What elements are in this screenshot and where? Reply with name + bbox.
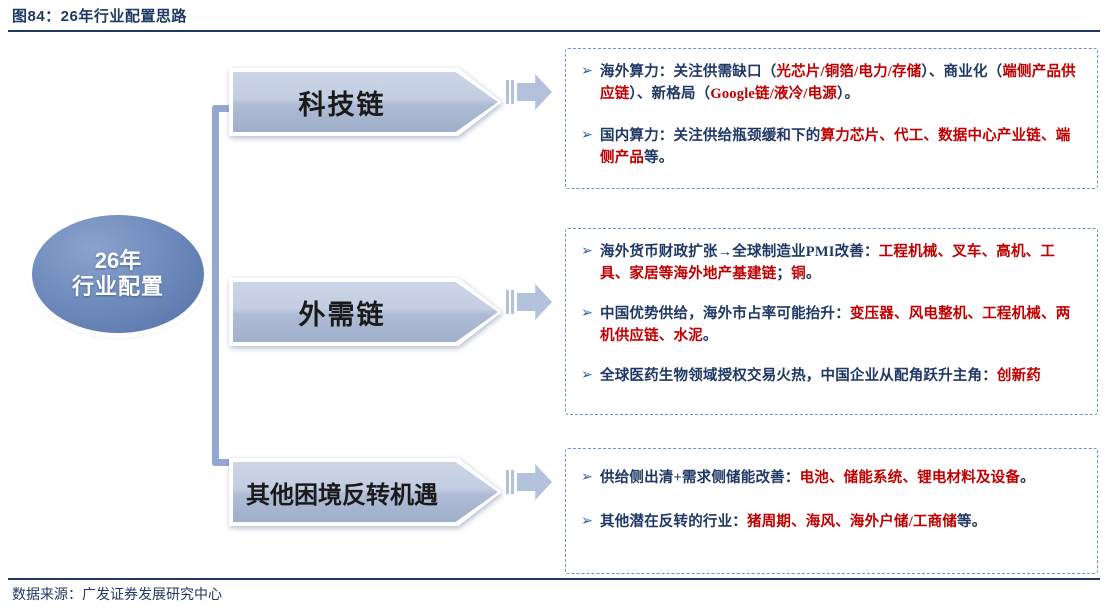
right-arrow-icon-other bbox=[506, 462, 552, 502]
bullet-row: ➢ 海外算力：关注供需缺口（光芯片/铜箔/电力/存储）、商业化（端侧产品供应链）、… bbox=[578, 61, 1083, 105]
bullet-text: 海外算力：关注供需缺口（光芯片/铜箔/电力/存储）、商业化（端侧产品供应链）、新… bbox=[600, 61, 1083, 105]
chevron-text-other: 其他困境反转机遇 bbox=[246, 482, 438, 509]
arrow-head bbox=[517, 464, 552, 500]
highlight-text: 工程机械、叉车、高机、工具、家居等海外地产基建链 bbox=[600, 244, 1056, 282]
page-title: 图84：26年行业配置思路 bbox=[12, 8, 187, 25]
arrow-bar-2 bbox=[511, 80, 514, 104]
highlight-text: 光芯片/铜箔/电力/存储 bbox=[776, 64, 922, 80]
bullet-arrow-icon: ➢ bbox=[581, 306, 593, 321]
chevron-label-demand[interactable]: 外需链 bbox=[229, 278, 502, 346]
arrow-head bbox=[517, 74, 552, 110]
plain-text: 国内算力：关注供给瓶颈缓和下的 bbox=[600, 128, 821, 144]
plain-text: ）。 bbox=[837, 86, 860, 102]
plain-text: 海外货币财政扩张→全球制造业PMI改善： bbox=[600, 244, 879, 260]
arrow-bar-1 bbox=[506, 470, 509, 494]
highlight-text: 变压器、风电整机、工程机械、两机供应链、水泥 bbox=[600, 306, 1071, 344]
chevron-shape bbox=[233, 282, 498, 342]
bullet-row: ➢ 海外货币财政扩张→全球制造业PMI改善：工程机械、叉车、高机、工具、家居等海外… bbox=[578, 241, 1083, 285]
highlight-text: 铜 bbox=[791, 266, 806, 282]
chevron-text-demand: 外需链 bbox=[298, 299, 386, 330]
bullet-text: 全球医药生物领域授权交易火热，中国企业从配角跃升主角：创新药 bbox=[600, 365, 1083, 387]
chevron-label-tech[interactable]: 科技链 bbox=[229, 68, 502, 136]
bullet-row: ➢ 供给侧出清+需求侧储能改善：电池、储能系统、锂电材料及设备。 bbox=[578, 467, 1083, 489]
plain-text: 供给侧出清+需求侧储能改善： bbox=[600, 470, 800, 486]
arrow-bar-2 bbox=[511, 290, 514, 314]
root-node-industry-allocation: 26年 行业配置 bbox=[32, 215, 204, 333]
footer-divider bbox=[8, 578, 1100, 580]
plain-text: 。 bbox=[805, 266, 821, 282]
bullet-arrow-icon: ➢ bbox=[581, 514, 593, 529]
bullet-arrow-icon: ➢ bbox=[581, 128, 593, 143]
highlight-text: 创新药 bbox=[996, 368, 1042, 384]
plain-text: 等。 bbox=[957, 514, 987, 530]
bullet-row: ➢ 中国优势供给，海外市占率可能抬升：变压器、风电整机、工程机械、两机供应链、水泥… bbox=[578, 303, 1083, 347]
bullet-row: ➢ 其他潜在反转的行业：猪周期、海风、海外户储/工商储等。 bbox=[578, 511, 1083, 533]
arrow-bar-1 bbox=[506, 290, 509, 314]
highlight-text: 算力芯片、代工、数据中心产业链、端侧产品 bbox=[600, 128, 1071, 166]
content-box-tech: ➢ 海外算力：关注供需缺口（光芯片/铜箔/电力/存储）、商业化（端侧产品供应链）、… bbox=[565, 48, 1098, 189]
bullet-text: 海外货币财政扩张→全球制造业PMI改善：工程机械、叉车、高机、工具、家居等海外地… bbox=[600, 241, 1083, 285]
bullet-row: ➢ 全球医药生物领域授权交易火热，中国企业从配角跃升主角：创新药 bbox=[578, 365, 1083, 387]
source-note: 数据来源：广发证券发展研究中心 bbox=[12, 588, 222, 603]
bullet-arrow-icon: ➢ bbox=[581, 64, 593, 79]
chevron-text-tech: 科技链 bbox=[298, 89, 386, 120]
plain-text: 海外算力：关注供需缺口（ bbox=[600, 64, 777, 80]
bullet-arrow-icon: ➢ bbox=[581, 368, 593, 383]
plain-text: ）、新格局（ bbox=[629, 86, 711, 102]
plain-text: ）、商业化（ bbox=[921, 64, 1003, 80]
arrow-bar-2 bbox=[511, 470, 514, 494]
root-node-line1: 26年 bbox=[94, 247, 142, 273]
plain-text: ； bbox=[776, 266, 792, 282]
bullet-arrow-icon: ➢ bbox=[581, 470, 593, 485]
highlight-text: 端侧产品供应链 bbox=[600, 64, 1076, 102]
bullet-text: 国内算力：关注供给瓶颈缓和下的算力芯片、代工、数据中心产业链、端侧产品等。 bbox=[600, 125, 1083, 169]
bullet-text: 其他潜在反转的行业：猪周期、海风、海外户储/工商储等。 bbox=[600, 511, 1083, 533]
content-box-demand: ➢ 海外货币财政扩张→全球制造业PMI改善：工程机械、叉车、高机、工具、家居等海外… bbox=[565, 228, 1098, 415]
right-arrow-icon-demand bbox=[506, 282, 552, 322]
plain-text: 全球医药生物领域授权交易火热，中国企业从配角跃升主角： bbox=[600, 368, 997, 384]
arrow-head bbox=[517, 284, 552, 320]
plain-text: 。 bbox=[1020, 470, 1035, 486]
highlight-text: 电池、储能系统、锂电材料及设备 bbox=[799, 470, 1021, 486]
right-arrow-icon-tech bbox=[506, 72, 552, 112]
chevron-label-other[interactable]: 其他困境反转机遇 bbox=[229, 458, 502, 526]
bullet-text: 中国优势供给，海外市占率可能抬升：变压器、风电整机、工程机械、两机供应链、水泥。 bbox=[600, 303, 1083, 347]
chevron-shape bbox=[233, 462, 498, 522]
root-node-line2: 行业配置 bbox=[71, 273, 164, 299]
bullet-row: ➢ 国内算力：关注供给瓶颈缓和下的算力芯片、代工、数据中心产业链、端侧产品等。 bbox=[578, 125, 1083, 169]
plain-text: 其他潜在反转的行业： bbox=[600, 514, 747, 530]
plain-text: 。 bbox=[702, 328, 718, 344]
bullet-text: 供给侧出清+需求侧储能改善：电池、储能系统、锂电材料及设备。 bbox=[600, 467, 1083, 489]
title-divider bbox=[8, 30, 1100, 32]
bullet-arrow-icon: ➢ bbox=[581, 244, 593, 259]
content-box-other: ➢ 供给侧出清+需求侧储能改善：电池、储能系统、锂电材料及设备。 ➢ 其他潜在反转的行… bbox=[565, 448, 1098, 574]
highlight-text: Google链/液冷/电源 bbox=[710, 86, 838, 102]
bracket-vertical-line bbox=[212, 105, 219, 466]
chevron-shape bbox=[233, 72, 498, 132]
plain-text: 中国优势供给，海外市占率可能抬升： bbox=[600, 306, 850, 322]
highlight-text: 猪周期、海风、海外户储/工商储 bbox=[747, 514, 958, 530]
plain-text: 等。 bbox=[644, 150, 674, 166]
arrow-bar-1 bbox=[506, 80, 509, 104]
